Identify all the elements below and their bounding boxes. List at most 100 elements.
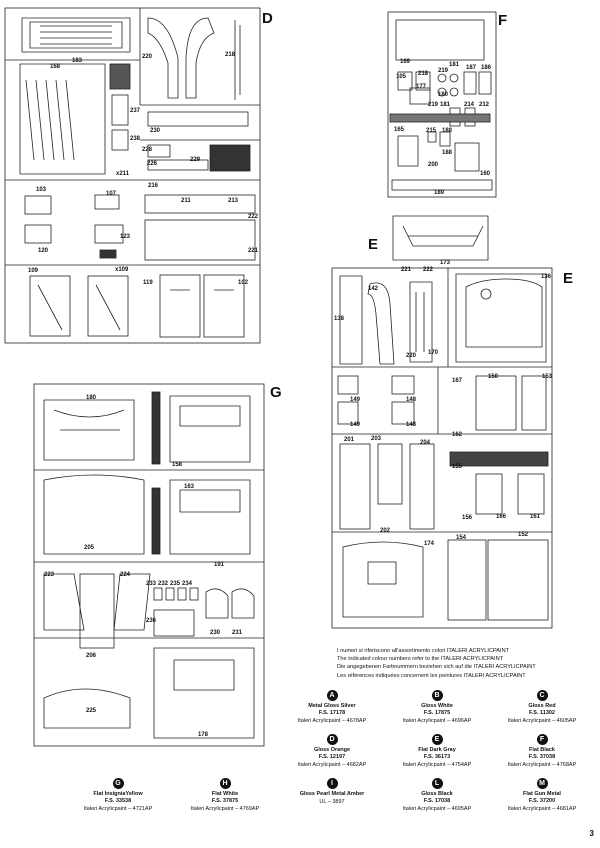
part-number: 178 xyxy=(198,732,209,738)
sprue-letter-f: F xyxy=(498,12,508,29)
sprue-e: E E 173 221 222 136 138 142 220 170 149 … xyxy=(328,212,573,632)
sprue-f: F 169 218 105 177 219 181 187 186 180 21… xyxy=(380,8,508,203)
color-name: Flat Black xyxy=(529,747,555,753)
part-number: 187 xyxy=(466,65,477,71)
color-code: Italeri Acrylicpaint – 4754AP xyxy=(402,762,472,768)
part-number: 167 xyxy=(452,378,463,384)
part-number: 149 xyxy=(350,422,361,428)
part-number: 136 xyxy=(541,274,552,280)
color-name: Flat Gun Metal xyxy=(523,791,561,797)
color-code: Italeri Acrylicpaint – 4696AP xyxy=(402,718,472,724)
color-letter-badge: F xyxy=(536,734,548,745)
color-fs: F.S. 37875 xyxy=(211,798,239,804)
part-number: 177 xyxy=(416,84,427,90)
part-number: 152 xyxy=(518,532,529,538)
color-code: Italeri Acrylicpaint – 4678AP xyxy=(297,718,367,724)
color-fs: F.S. 37038 xyxy=(528,754,556,760)
color-chip-f: F Flat Black F.S. 37038 Italeri Acrylicp… xyxy=(498,734,586,769)
part-number: 102 xyxy=(238,280,249,286)
color-letter-badge: M xyxy=(536,778,548,789)
color-fs: F.S. 33538 xyxy=(104,798,132,804)
page-number: 3 xyxy=(589,829,594,838)
color-fs: F.S. 12197 xyxy=(318,754,346,760)
part-number: 200 xyxy=(428,162,439,168)
part-number: 233 xyxy=(146,581,157,587)
sprue-letter-d: D xyxy=(262,10,273,27)
part-number: 142 xyxy=(368,286,379,292)
sprue-g: G 180 158 163 205 191 223 224 233 232 23… xyxy=(30,380,300,750)
part-number: 120 xyxy=(38,248,49,254)
part-number: 219 xyxy=(428,102,439,108)
color-letter-badge: C xyxy=(536,690,548,701)
part-number: 224 xyxy=(120,572,131,578)
color-name: Gloss Pearl Metal Amber xyxy=(299,791,365,797)
part-number: 218 xyxy=(418,71,429,77)
part-number: 191 xyxy=(214,562,225,568)
part-number: x109 xyxy=(115,267,129,273)
part-number: 158 xyxy=(172,462,183,468)
color-fs: F.S. 17875 xyxy=(423,710,451,716)
part-number: 165 xyxy=(394,127,405,133)
part-number: 138 xyxy=(334,316,345,322)
color-code: UL – 3897 xyxy=(319,799,345,805)
part-number: 166 xyxy=(496,514,507,520)
color-code: Italeri Acrylicpaint – 4695AP xyxy=(402,806,472,812)
part-number: 150 xyxy=(488,374,499,380)
color-fs: F.S. 17178 xyxy=(318,710,346,716)
part-number: 183 xyxy=(72,58,83,64)
color-letter-badge: E xyxy=(431,734,443,745)
part-number: 154 xyxy=(456,535,467,541)
part-number: 216 xyxy=(148,183,159,189)
part-number: 237 xyxy=(130,108,141,114)
part-number: 148 xyxy=(406,397,417,403)
part-number: 153 xyxy=(542,374,553,380)
part-number: 174 xyxy=(424,541,435,547)
color-chip-m: M Flat Gun Metal F.S. 37200 Italeri Acry… xyxy=(498,778,586,813)
part-number: 202 xyxy=(380,528,391,534)
part-number: 225 xyxy=(86,708,97,714)
note-line-it: I numeri si riferiscono all'assortimento… xyxy=(337,648,510,654)
color-chip-d: D Gloss Orange F.S. 12197 Italeri Acryli… xyxy=(288,734,376,769)
sprue-e-drawing xyxy=(331,215,553,629)
part-number: 186 xyxy=(481,65,492,71)
part-number: 103 xyxy=(36,187,47,193)
color-letter-badge: G xyxy=(112,778,124,789)
color-chip-h: H Flat White F.S. 37875 Italeri Acrylicp… xyxy=(181,778,269,813)
color-name: Flat White xyxy=(211,791,239,797)
part-number: 234 xyxy=(182,581,193,587)
part-number: 221 xyxy=(248,248,259,254)
part-number: 170 xyxy=(428,350,439,356)
color-code: Italeri Acrylicpaint – 4721AP xyxy=(83,806,153,812)
color-fs: F.S. 37200 xyxy=(528,798,556,804)
part-number: 105 xyxy=(396,74,407,80)
color-name: Flat Dark Gray xyxy=(418,747,456,753)
part-number: 226 xyxy=(147,161,158,167)
part-number: 228 xyxy=(142,147,153,153)
note-line-fr: Les références indiquées concernent les … xyxy=(337,672,526,679)
part-number: 222 xyxy=(423,267,434,273)
part-number: 148 xyxy=(406,422,417,428)
color-chip-l: L Gloss Black F.S. 17038 Italeri Acrylic… xyxy=(393,778,481,813)
color-code: Italeri Acrylicpaint – 4682AP xyxy=(297,762,367,768)
color-letter-badge: I xyxy=(326,778,338,789)
color-name: Gloss White xyxy=(421,703,453,709)
part-number: x211 xyxy=(116,171,130,177)
color-code: Italeri Acrylicpaint – 4605AP xyxy=(507,718,577,724)
color-chip-c: C Gloss Red F.S. 11302 Italeri Acrylicpa… xyxy=(498,690,586,725)
sprue-letter-e-top: E xyxy=(368,236,379,253)
sprue-d: D 183 220 218 168 237 238 230 228 229 22… xyxy=(0,0,273,345)
part-number: 222 xyxy=(248,214,259,220)
part-number: 169 xyxy=(400,59,411,65)
color-code: Italeri Acrylicpaint – 4769AP xyxy=(190,806,260,812)
part-number: 218 xyxy=(225,52,236,58)
part-number: 219 xyxy=(438,68,449,74)
part-number: 163 xyxy=(184,484,195,490)
part-number: 123 xyxy=(120,234,131,240)
color-chip-a: A Metal Gloss Silver F.S. 17178 Italeri … xyxy=(288,690,376,725)
part-number: 161 xyxy=(530,514,541,520)
part-number: 168 xyxy=(50,64,61,70)
color-letter-badge: D xyxy=(326,734,338,745)
part-number: 215 xyxy=(426,128,437,134)
part-number: 230 xyxy=(210,630,221,636)
part-number: 160 xyxy=(480,171,491,177)
